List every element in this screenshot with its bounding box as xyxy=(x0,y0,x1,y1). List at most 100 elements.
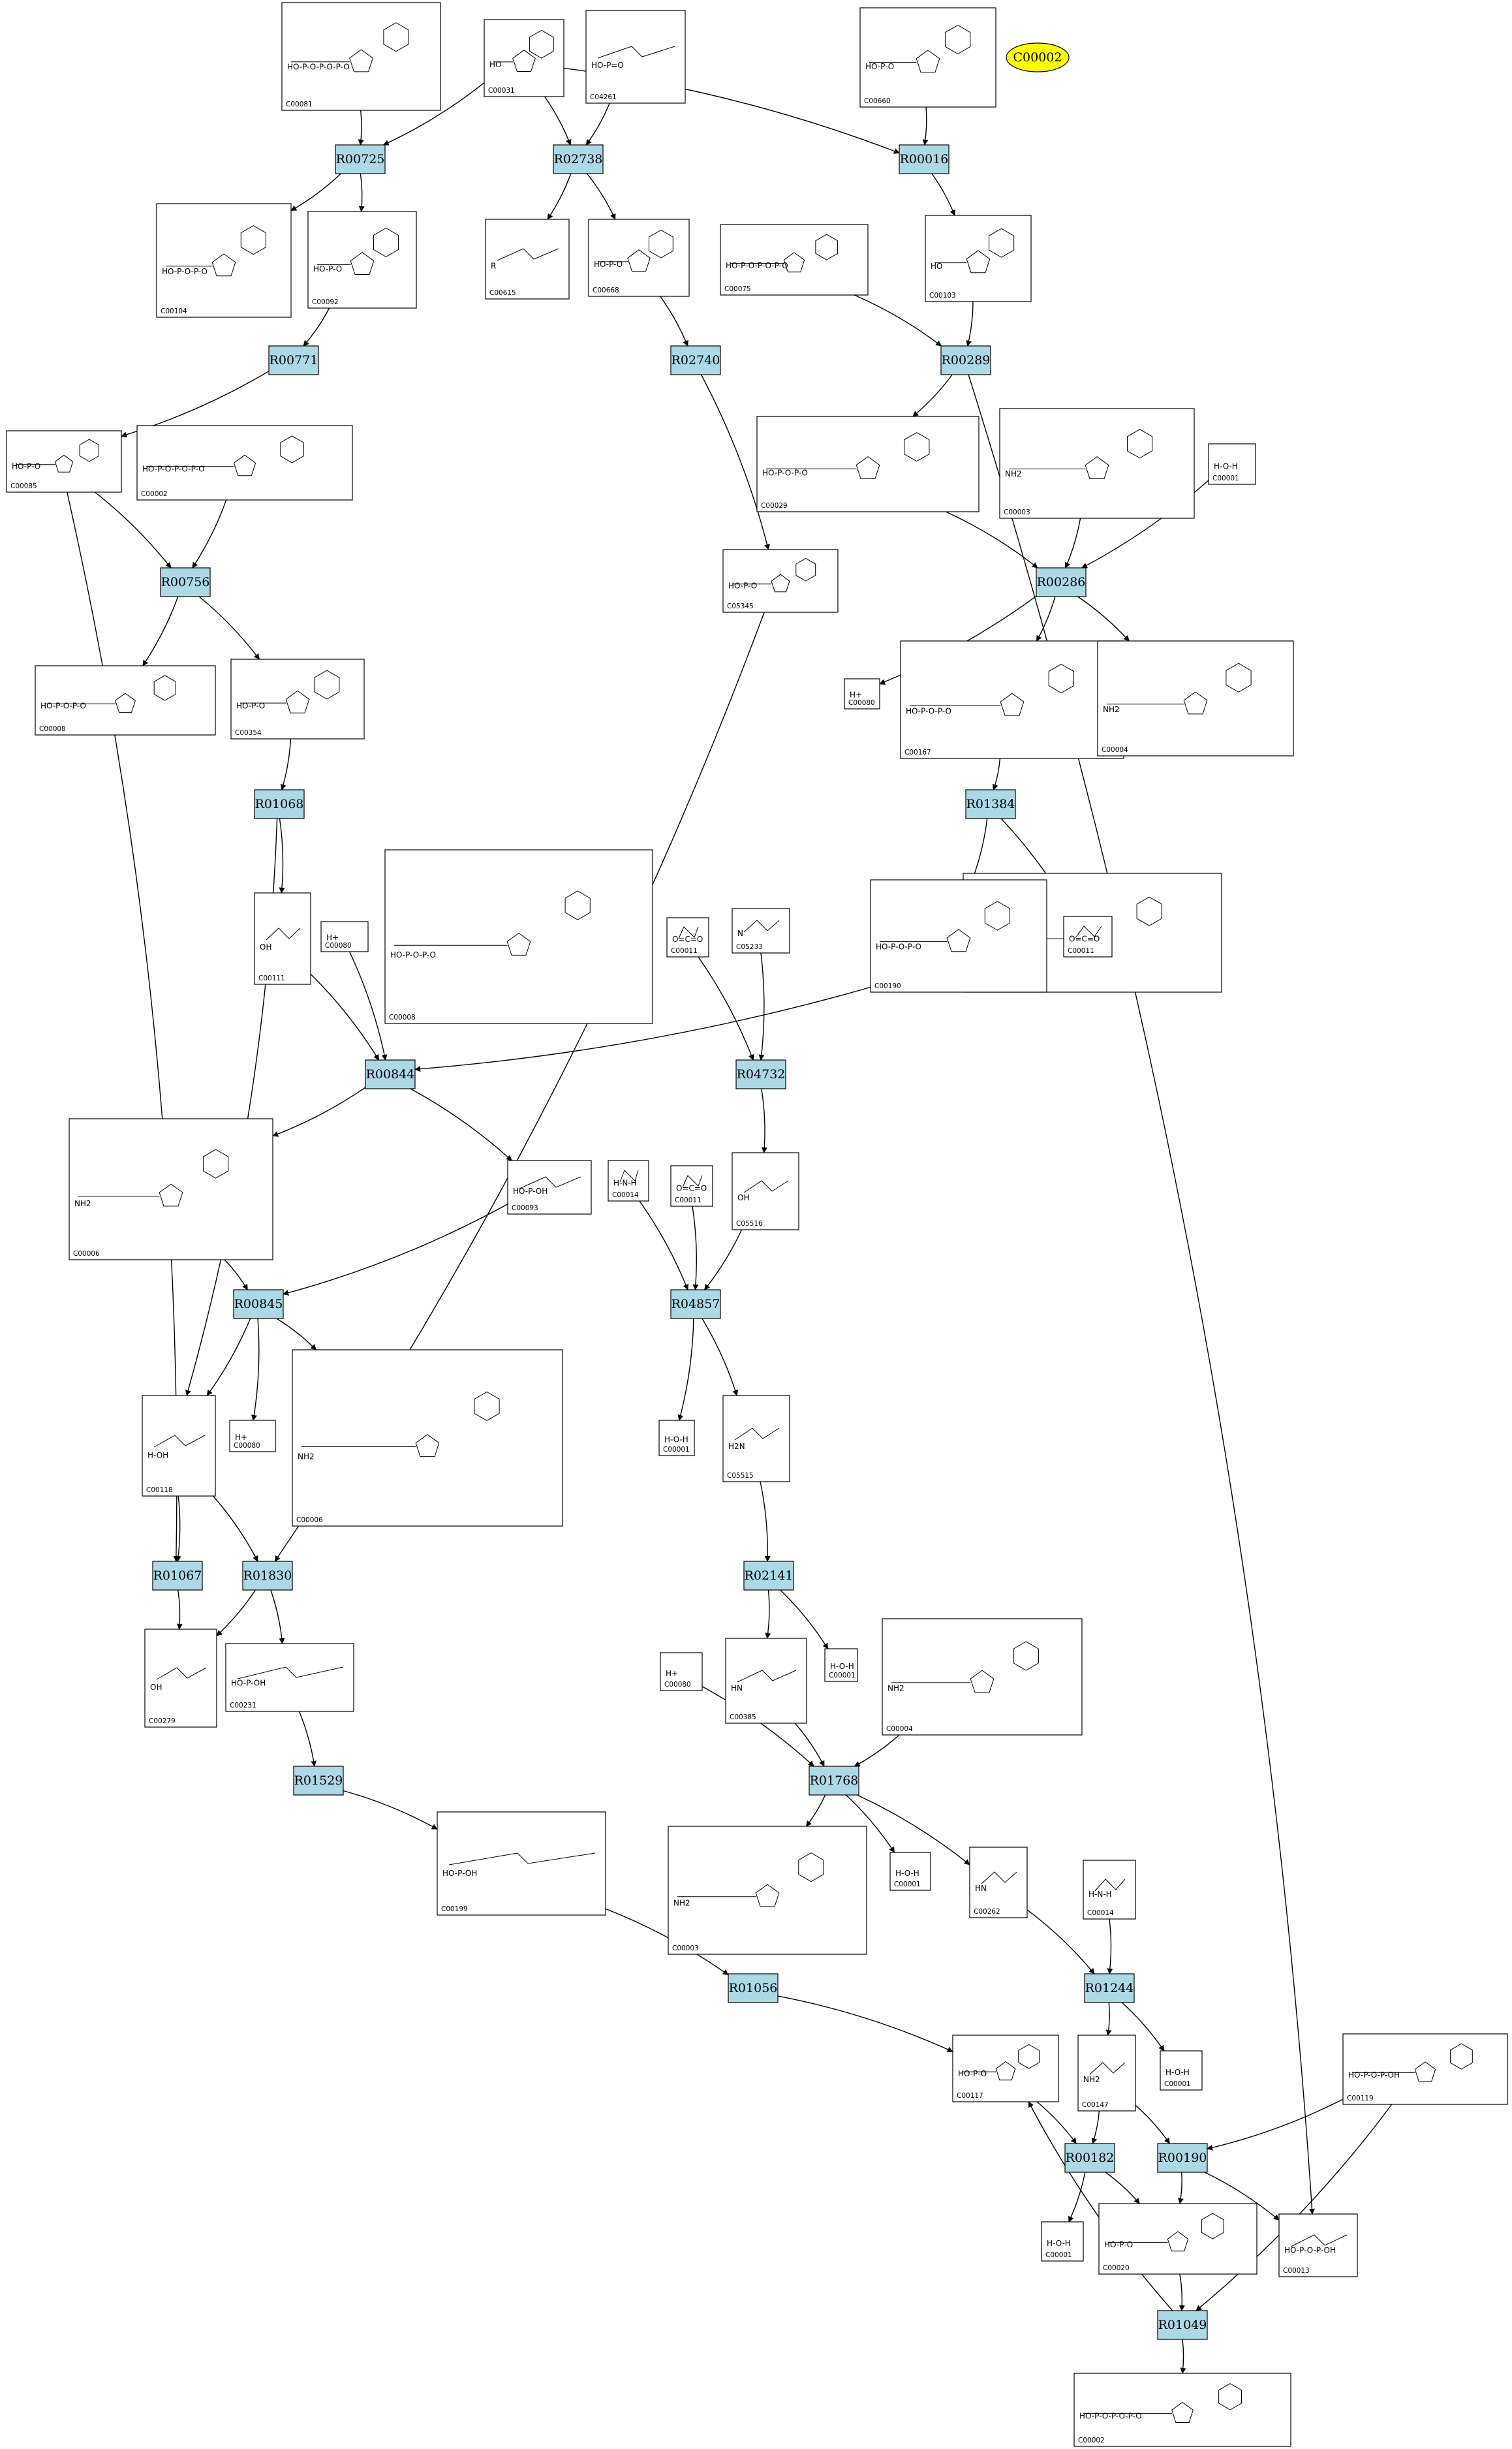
reaction-node-r00289[interactable]: R00289 xyxy=(940,345,991,375)
reaction-node-r02738[interactable]: R02738 xyxy=(553,144,604,174)
compound-box xyxy=(859,7,996,108)
pathway-edge xyxy=(971,818,988,881)
formula-text: OH xyxy=(737,1193,749,1202)
reaction-node-r00016[interactable]: R00016 xyxy=(899,144,949,174)
reaction-node-r00190[interactable]: R00190 xyxy=(1157,2143,1208,2173)
compound-node-c00080[interactable]: H+C00080 xyxy=(320,921,369,952)
reaction-node-r00845[interactable]: R00845 xyxy=(233,1289,284,1319)
reaction-node-r00756[interactable]: R00756 xyxy=(160,567,211,597)
reaction-node-r04857[interactable]: R04857 xyxy=(670,1289,721,1319)
pathway-edge xyxy=(358,173,365,212)
compound-id-label: C00004 xyxy=(886,1725,913,1733)
reaction-node-r02141[interactable]: R02141 xyxy=(743,1561,794,1591)
reaction-node-r04732[interactable]: R04732 xyxy=(735,1059,786,1089)
reaction-node-r01068[interactable]: R01068 xyxy=(254,789,305,819)
formula-text: H+ xyxy=(850,691,862,700)
reaction-node-r01384[interactable]: R01384 xyxy=(965,789,1016,819)
reaction-node-r00286[interactable]: R00286 xyxy=(1036,567,1087,597)
reaction-node-r01830[interactable]: R01830 xyxy=(242,1561,293,1591)
compound-box xyxy=(1098,2203,1257,2275)
compound-id-label: C00117 xyxy=(957,2092,983,2100)
reaction-node-r00182[interactable]: R00182 xyxy=(1064,2143,1115,2173)
compound-node-c00080[interactable]: H+C00080 xyxy=(660,1652,703,1691)
compound-box xyxy=(229,1420,276,1452)
reaction-node-r01529[interactable]: R01529 xyxy=(293,1766,344,1796)
reaction-node-r00725[interactable]: R00725 xyxy=(335,144,386,174)
compound-node-c00080[interactable]: H+C00080 xyxy=(844,678,880,710)
reaction-node-r01768[interactable]: R01768 xyxy=(809,1766,859,1796)
ring-shape xyxy=(627,249,651,272)
bond-line xyxy=(743,1180,789,1193)
reaction-node-r01049[interactable]: R01049 xyxy=(1157,2310,1208,2340)
pathway-edge xyxy=(290,173,341,211)
compound-id-label: C00279 xyxy=(149,1717,176,1725)
reaction-id-label: R02738 xyxy=(554,152,603,166)
bond-line xyxy=(237,1666,344,1679)
reaction-node-r02740[interactable]: R02740 xyxy=(670,345,721,375)
reaction-node-r00771[interactable]: R00771 xyxy=(268,345,319,375)
reaction-id-label: R00182 xyxy=(1066,2151,1115,2165)
compound-id-label: C00011 xyxy=(671,947,698,955)
pathway-edge xyxy=(1105,2002,1112,2036)
reaction-node-r01056[interactable]: R01056 xyxy=(728,1973,779,2003)
highlight-compound-ellipse[interactable]: C00002 xyxy=(1006,42,1070,72)
compound-node-c00080[interactable]: H+C00080 xyxy=(229,1420,276,1452)
reaction-node-r00844[interactable]: R00844 xyxy=(365,1059,416,1089)
reaction-node-r01244[interactable]: R01244 xyxy=(1084,1973,1135,2003)
reaction-node-r01067[interactable]: R01067 xyxy=(152,1561,203,1591)
